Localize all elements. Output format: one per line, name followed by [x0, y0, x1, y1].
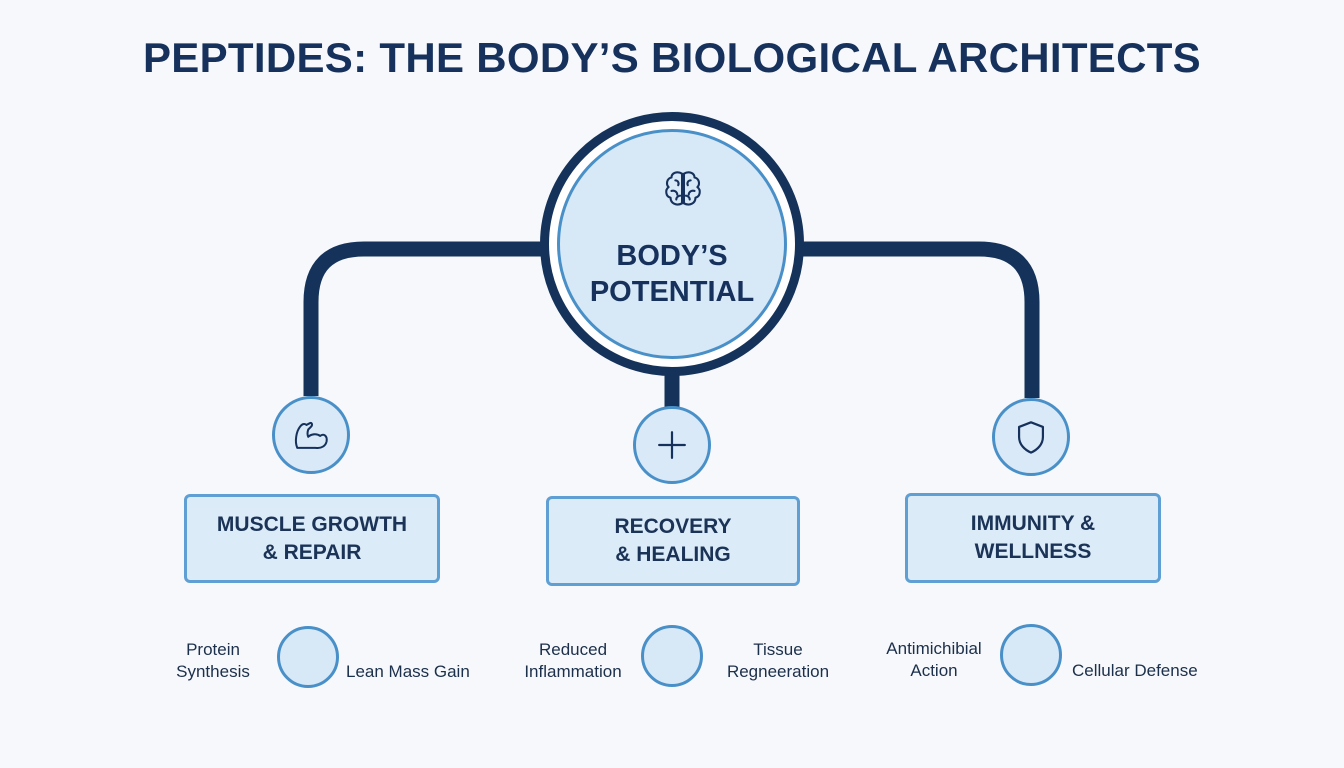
- hub-label-line1: BODY’S: [616, 240, 728, 272]
- diagram-title: PEPTIDES: THE BODY’S BIOLOGICAL ARCHITEC…: [142, 34, 1201, 81]
- tissue-regeneration-label: Tissue Regneeration: [720, 639, 836, 683]
- reduced-inflammation-line1: Reduced: [538, 640, 608, 659]
- muscle-growth-box: MUSCLE GROWTH & REPAIR: [184, 494, 440, 583]
- immunity-box-line1: IMMUNITY &: [970, 512, 1096, 535]
- protein-synthesis-line2: Synthesis: [176, 662, 250, 681]
- antimicrobial-action-label: Antimichibial Action: [872, 638, 996, 682]
- recovery-box-line2: & HEALING: [615, 543, 731, 566]
- reduced-inflammation-line2: Inflammation: [524, 662, 622, 681]
- muscle-box-line2: & REPAIR: [262, 540, 362, 564]
- recovery-bullet-dot: [641, 625, 703, 687]
- antimicrobial-action-line1: Antimichibial: [886, 639, 982, 658]
- muscle-bullet-dot: [277, 626, 339, 688]
- tissue-regeneration-line2: Regneeration: [726, 662, 830, 681]
- recovery-icon-circle: [633, 406, 711, 484]
- hub-inner-ring: BODY’S POTENTIAL: [557, 129, 787, 359]
- antimicrobial-action-line2: Action: [910, 661, 958, 680]
- flexed-arm-icon: [294, 421, 328, 450]
- muscle-icon-circle: [272, 396, 350, 474]
- immunity-box-line2: WELLNESS: [974, 540, 1092, 563]
- hub-circle: BODY’S POTENTIAL: [540, 112, 804, 376]
- shield-icon: [1017, 421, 1045, 454]
- tissue-regeneration-line1: Tissue: [753, 640, 803, 659]
- cellular-defense-label: Cellular Defense: [1072, 661, 1198, 680]
- left-connector: [303, 241, 548, 396]
- muscle-box-line1: MUSCLE GROWTH: [216, 512, 408, 536]
- right-connector: [796, 241, 1040, 398]
- protein-synthesis-label: Protein Synthesis: [168, 639, 258, 683]
- hub-label: BODY’S POTENTIAL: [560, 238, 784, 310]
- immunity-icon-circle: [992, 398, 1070, 476]
- brain-icon: [665, 171, 701, 206]
- hub-label-line2: POTENTIAL: [589, 276, 755, 308]
- lean-mass-label: Lean Mass Gain: [346, 662, 470, 681]
- protein-synthesis-line1: Protein: [186, 640, 240, 659]
- reduced-inflammation-label: Reduced Inflammation: [514, 639, 632, 683]
- immunity-wellness-box: IMMUNITY & WELLNESS: [905, 493, 1161, 583]
- plus-icon: [658, 431, 686, 459]
- immunity-bullet-dot: [1000, 624, 1062, 686]
- recovery-box-line1: RECOVERY: [614, 515, 732, 538]
- recovery-healing-box: RECOVERY & HEALING: [546, 496, 800, 586]
